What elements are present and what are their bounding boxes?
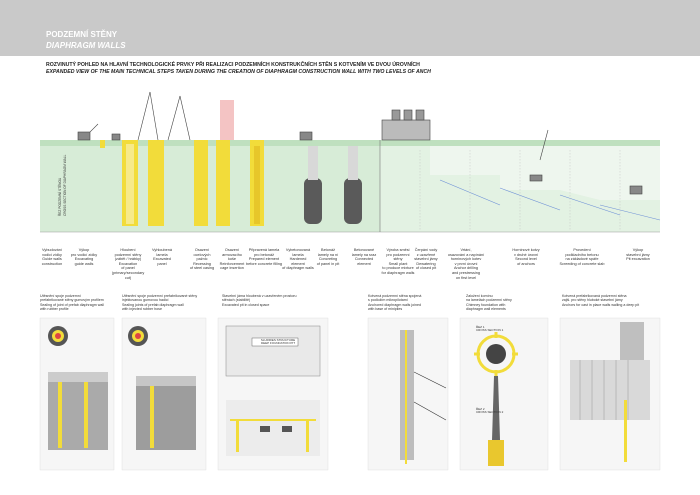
detail-minipiles bbox=[367, 317, 449, 471]
hardened-element-2 bbox=[344, 178, 362, 224]
detail-deep-pit-anchors bbox=[559, 317, 661, 471]
ground-surface bbox=[40, 140, 660, 146]
machinery bbox=[77, 91, 643, 195]
excavation-pit bbox=[380, 146, 660, 200]
detail-caption: Utěsnění spoje podzemní prefabrikované s… bbox=[122, 294, 198, 312]
vertical-label-cz: ŘEZ PODZEMNÍ STĚNOU bbox=[58, 177, 62, 216]
detail-rubber-profile bbox=[39, 317, 115, 471]
diaphragm-panels bbox=[100, 140, 362, 226]
crane-boom-icon bbox=[137, 91, 151, 141]
truck-icon bbox=[111, 133, 121, 141]
casing-panel bbox=[194, 140, 208, 226]
excavator-icon bbox=[77, 131, 91, 141]
subtitle-english: EXPANDED VIEW OF THE MAIN TECHNICAL STEP… bbox=[46, 69, 431, 75]
reinforcement-panel bbox=[216, 140, 230, 226]
mixing-plant-icon bbox=[381, 119, 431, 141]
steel-casing-icon bbox=[220, 100, 234, 140]
anchor-rig-icon bbox=[529, 174, 543, 182]
guide-wall bbox=[100, 140, 105, 148]
page-title-english: DIAPHRAGM WALLS bbox=[46, 41, 126, 50]
crane-boom-icon-2 bbox=[167, 95, 181, 141]
hardened-element bbox=[304, 178, 322, 224]
soil-hatch bbox=[419, 150, 621, 230]
excavated-panel-2 bbox=[148, 140, 164, 226]
vertical-label-en: CROSS SECTION OF DIAPHRAGM WALL bbox=[63, 154, 67, 216]
soil-left bbox=[40, 146, 380, 232]
detail-insets bbox=[39, 317, 661, 471]
drill-rig-icon bbox=[539, 129, 549, 161]
detail-pit-closed-space bbox=[217, 317, 329, 471]
detail-caption: Stavební jáma hloubená v uzavřeném prost… bbox=[222, 294, 297, 307]
page-title: PODZEMNÍ STĚNY bbox=[46, 30, 118, 39]
excavator-icon-2 bbox=[629, 185, 643, 195]
detail-chimney bbox=[459, 317, 549, 471]
subtitle-czech: ROZVINUTÝ POHLED NA HLAVNÍ TECHNOLOGICKÉ… bbox=[46, 62, 420, 68]
header-banner: PODZEMNÍ STĚNY DIAPHRAGM WALLS bbox=[0, 0, 700, 56]
mixer-truck-icon bbox=[299, 131, 313, 141]
detail-injected-hose bbox=[121, 317, 207, 471]
